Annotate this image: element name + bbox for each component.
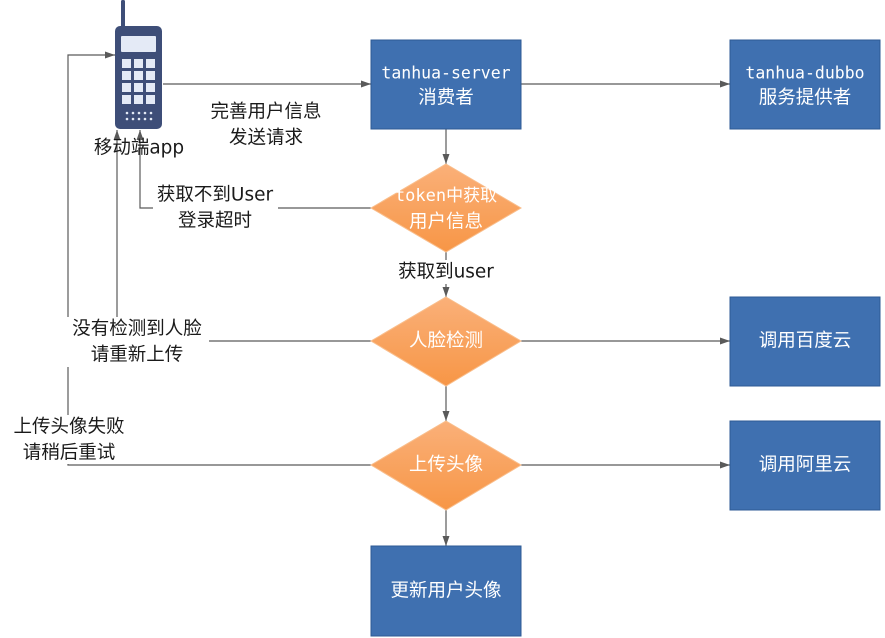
edge-token-fail-to-app [136, 130, 371, 209]
decision-diamond [370, 296, 522, 387]
phone-dot [149, 117, 153, 121]
phone-key [134, 83, 143, 92]
phone-dot [131, 111, 135, 115]
node-update-avatar: 更新用户头像 [370, 545, 522, 637]
edge-label-line1: 上传头像失败 [13, 417, 124, 438]
decision-label-line2: 用户信息 [409, 212, 483, 233]
node-subtitle: 服务提供者 [759, 88, 852, 109]
node-label: 更新用户头像 [390, 581, 501, 602]
phone-dot [125, 111, 129, 115]
decision-label: 上传头像 [409, 455, 483, 476]
process-box [370, 39, 522, 130]
process-box [729, 296, 881, 387]
phone-key [146, 95, 155, 104]
node-subtitle: 消费者 [418, 88, 474, 109]
decision-upload-avatar: 上传头像 [370, 420, 522, 511]
edge-label-line2: 请稍后重试 [23, 443, 116, 464]
decision-label-line1: token中获取 [395, 186, 497, 206]
edge-label-line2: 登录超时 [178, 211, 252, 232]
phone-key [134, 95, 143, 104]
phone-speaker-dots [125, 111, 153, 121]
node-title: tanhua-dubbo [745, 64, 864, 83]
decision-face-check: 人脸检测 [370, 296, 522, 387]
decision-label: 人脸检测 [409, 331, 483, 352]
edge-label: 获取到user [398, 262, 494, 283]
phone-antenna [121, 0, 125, 28]
node-baidu-cloud: 调用百度云 [729, 296, 881, 387]
process-box [729, 420, 881, 511]
edge-label-token-ok: 获取到user [395, 260, 497, 284]
edge-face-fail-to-app [113, 130, 371, 342]
edge-label-face-fail: 没有检测到人脸 请重新上传 [66, 317, 209, 367]
phone-dot [137, 111, 141, 115]
node-label: 调用阿里云 [759, 455, 852, 476]
phone-dot [149, 111, 153, 115]
process-box [370, 545, 522, 637]
decision-diamond [370, 163, 522, 253]
decision-diamond [370, 420, 522, 511]
edge-label-token-fail: 获取不到User 登录超时 [153, 183, 278, 233]
phone-key [134, 59, 143, 68]
phone-key [134, 71, 143, 80]
phone-key [122, 95, 131, 104]
edge-label-background [153, 183, 278, 233]
node-tanhua-server: tanhua-server 消费者 [370, 39, 522, 130]
phone-key [146, 71, 155, 80]
phone-dot [143, 117, 147, 121]
edge-label-line1: 完善用户信息 [210, 102, 321, 123]
node-title: tanhua-server [381, 64, 510, 83]
edge-label-line2: 请重新上传 [91, 345, 184, 366]
app-label: 移动端app [94, 138, 184, 159]
phone-screen [121, 36, 156, 52]
phone-dot [131, 117, 135, 121]
phone-key [146, 59, 155, 68]
edge-label-background [66, 317, 209, 367]
edge-label-upload-fail: 上传头像失败 请稍后重试 [8, 415, 131, 464]
phone-dot [125, 117, 129, 121]
edge-label-background [8, 415, 131, 464]
decision-token-check: token中获取 用户信息 [370, 163, 522, 253]
phone-dot [143, 111, 147, 115]
phone-key [146, 83, 155, 92]
phone-key [122, 83, 131, 92]
edge-upload-fail-to-app [67, 51, 371, 466]
process-box [729, 39, 881, 130]
phone-dot [137, 117, 141, 121]
node-aliyun: 调用阿里云 [729, 420, 881, 511]
edge-label-app-to-server: 完善用户信息 发送请求 [210, 102, 321, 149]
edge-label-line2: 发送请求 [229, 128, 303, 149]
edge-label-background [395, 260, 497, 284]
phone-key [122, 71, 131, 80]
edge-label-line1: 没有检测到人脸 [72, 319, 202, 340]
node-label: 调用百度云 [759, 331, 852, 352]
mobile-phone-icon [115, 0, 162, 129]
phone-key [122, 59, 131, 68]
edge-label-line1: 获取不到User [157, 185, 274, 206]
node-tanhua-dubbo: tanhua-dubbo 服务提供者 [729, 39, 881, 130]
phone-keypad [122, 59, 155, 104]
